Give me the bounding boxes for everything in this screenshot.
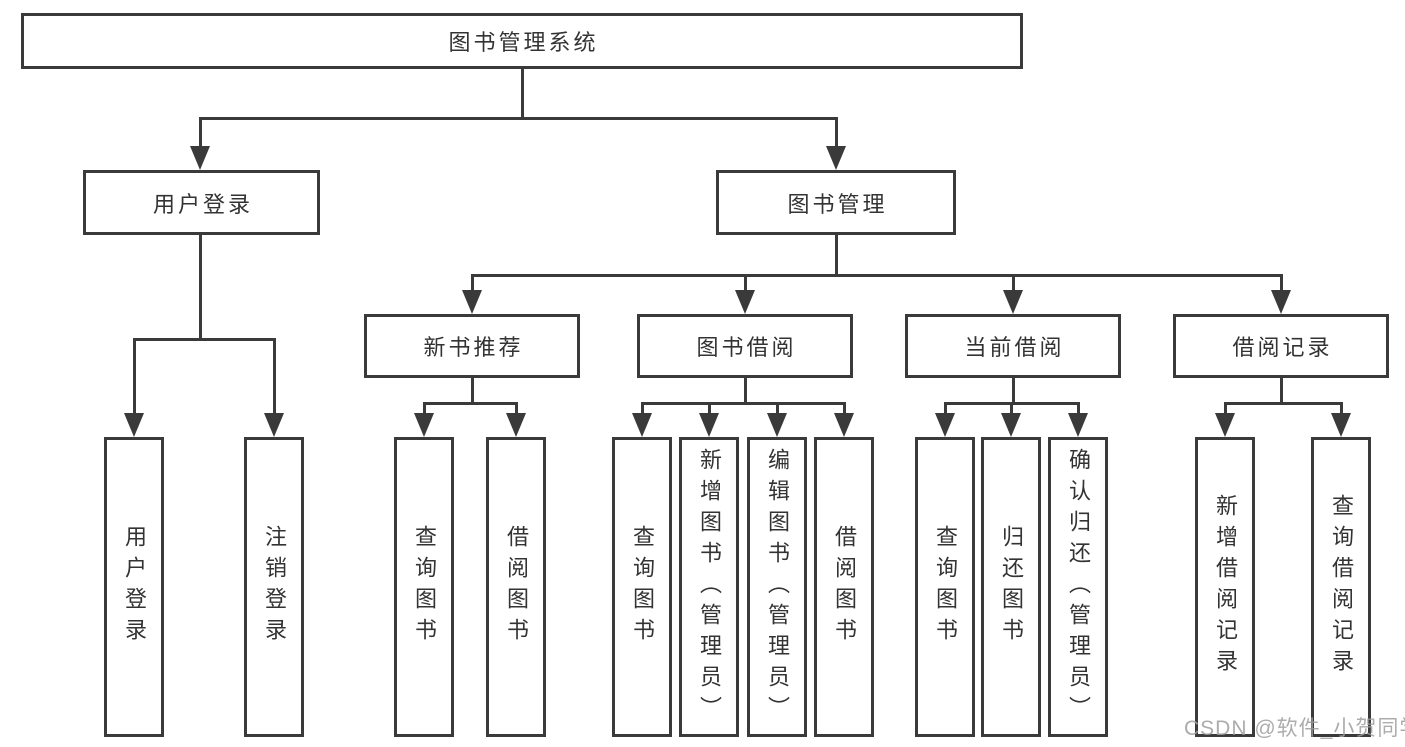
arrowhead-icon: [1068, 413, 1088, 437]
connector-line: [273, 338, 276, 415]
arrowhead-icon: [124, 413, 144, 437]
connector-line: [641, 402, 644, 415]
connector-line: [843, 402, 846, 415]
connector-line: [471, 274, 1283, 277]
arrowhead-icon: [506, 413, 526, 437]
connector-line: [835, 117, 838, 148]
node-new-book-recommend: 新书推荐: [364, 314, 580, 378]
connector-line: [1224, 402, 1343, 405]
connector-line: [1280, 378, 1283, 405]
connector-line: [641, 402, 846, 405]
arrowhead-icon: [1271, 290, 1291, 314]
node-borrowing-records: 借阅记录: [1173, 314, 1389, 378]
connector-line: [1012, 274, 1015, 292]
arrowhead-icon: [462, 290, 482, 314]
connector-line: [1012, 378, 1015, 405]
node-book-borrowing: 图书借阅: [637, 314, 853, 378]
leaf-edit-books-admin: 编辑图书（管理员）: [747, 437, 807, 737]
connector-line: [471, 274, 474, 292]
arrowhead-icon: [735, 290, 755, 314]
node-current-borrowing: 当前借阅: [905, 314, 1121, 378]
connector-line: [1077, 402, 1080, 415]
csdn-watermark: CSDN @软件_小贺同学: [1184, 717, 1405, 740]
connector-line: [423, 402, 518, 405]
connector-line: [776, 402, 779, 415]
connector-line: [521, 69, 524, 120]
arrowhead-icon: [834, 413, 854, 437]
connector-line: [944, 402, 947, 415]
arrowhead-icon: [1331, 413, 1351, 437]
connector-line: [199, 235, 202, 341]
connector-line: [1010, 402, 1013, 415]
connector-line: [744, 378, 747, 405]
node-library-management-system: 图书管理系统: [21, 13, 1023, 69]
connector-line: [199, 117, 202, 148]
connector-line: [471, 378, 474, 405]
arrowhead-icon: [190, 146, 210, 170]
connector-line: [708, 402, 711, 415]
leaf-borrow-books-recommend: 借阅图书: [486, 437, 546, 737]
connector-line: [199, 117, 838, 120]
connector-line: [744, 274, 747, 292]
leaf-user-login: 用户登录: [104, 437, 164, 737]
leaf-add-books-admin: 新增图书（管理员）: [679, 437, 739, 737]
connector-line: [1224, 402, 1227, 415]
leaf-return-books: 归还图书: [981, 437, 1041, 737]
connector-line: [133, 338, 136, 415]
leaf-confirm-return-admin: 确认归还（管理员）: [1048, 437, 1108, 737]
arrowhead-icon: [264, 413, 284, 437]
node-book-management: 图书管理: [716, 170, 956, 235]
leaf-logout: 注销登录: [244, 437, 304, 737]
arrowhead-icon: [1003, 290, 1023, 314]
leaf-query-borrow-record: 查询借阅记录: [1311, 437, 1371, 737]
node-user-login: 用户登录: [83, 170, 320, 235]
arrowhead-icon: [699, 413, 719, 437]
arrowhead-icon: [1001, 413, 1021, 437]
connector-line: [1280, 274, 1283, 292]
arrowhead-icon: [1215, 413, 1235, 437]
connector-line: [515, 402, 518, 415]
connector-line: [1340, 402, 1343, 415]
leaf-query-books-current: 查询图书: [915, 437, 975, 737]
arrowhead-icon: [767, 413, 787, 437]
connector-line: [133, 338, 276, 341]
arrowhead-icon: [935, 413, 955, 437]
arrowhead-icon: [632, 413, 652, 437]
arrowhead-icon: [414, 413, 434, 437]
leaf-query-books-borrowing: 查询图书: [612, 437, 672, 737]
leaf-borrow-books: 借阅图书: [814, 437, 874, 737]
arrowhead-icon: [826, 146, 846, 170]
leaf-query-books-recommend: 查询图书: [394, 437, 454, 737]
leaf-add-borrow-record: 新增借阅记录: [1195, 437, 1255, 737]
connector-line: [423, 402, 426, 415]
connector-line: [835, 235, 838, 277]
